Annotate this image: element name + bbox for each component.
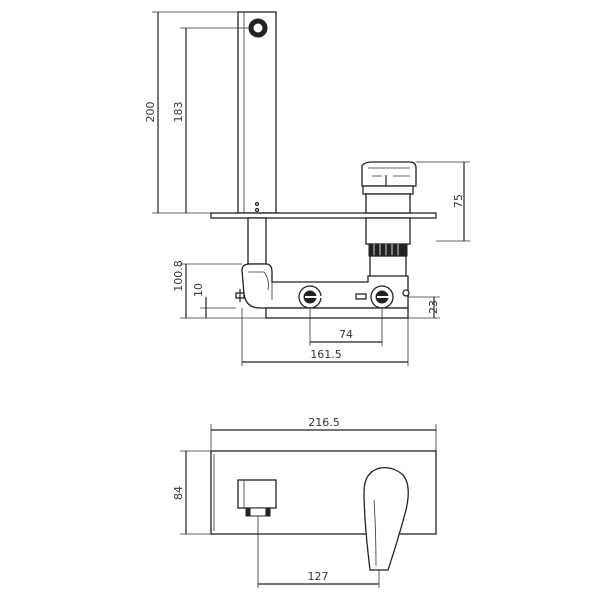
dim-100-8-label: 100.8 [172,260,185,292]
dim-74-label: 74 [339,328,353,341]
wall-plate-side [210,212,437,219]
front-dimension-lines [185,429,436,585]
side-elevation: 200 183 75 100.8 10 23 74 161.5 [144,11,470,366]
front-elevation: 216.5 84 127 [172,416,437,588]
dim-216-5-label: 216.5 [308,416,340,429]
concealed-body [235,263,410,319]
dim-161-5-label: 161.5 [310,348,342,361]
dim-10-label: 10 [192,283,205,297]
dim-127-label: 127 [308,570,329,583]
dim-75-label: 75 [452,194,465,208]
mixer-cartridge [365,217,411,283]
mixer-lever [363,466,409,571]
spout [237,11,277,214]
spout-stem [247,217,267,265]
front-extension-lines [180,424,437,588]
mixer-handle [361,161,417,214]
dim-84-label: 84 [172,486,185,500]
dim-183-label: 183 [172,102,185,123]
dim-200-label: 200 [144,102,157,123]
dimension-lines [157,12,465,363]
dim-23-label: 23 [427,300,440,314]
